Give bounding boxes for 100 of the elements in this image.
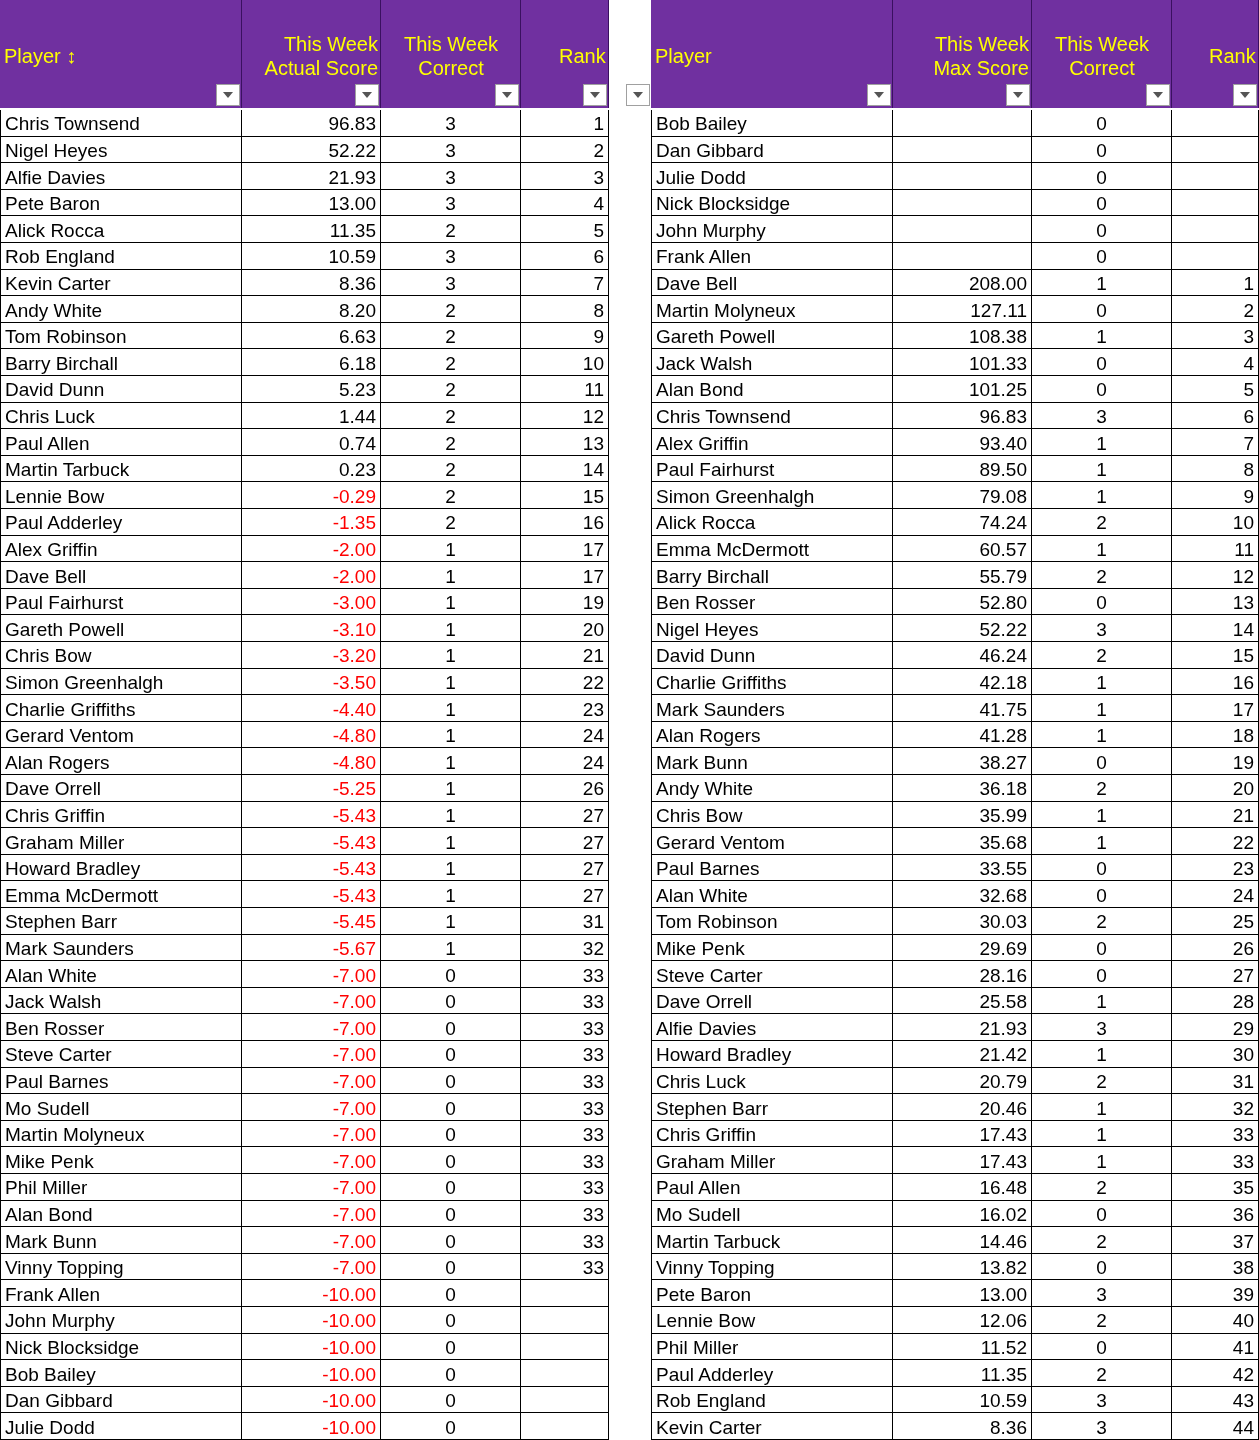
player-name: Phil Miller — [5, 1177, 88, 1199]
rank-number: 1 — [593, 113, 604, 135]
score-value: 12.06 — [979, 1310, 1027, 1332]
score-value: 13.00 — [328, 193, 376, 215]
player-name: Paul Adderley — [656, 1363, 774, 1385]
correct-count: 1 — [1096, 725, 1107, 747]
player-name: Barry Birchall — [5, 352, 118, 374]
rank-number: 18 — [1232, 725, 1254, 747]
correct-count: 2 — [445, 485, 456, 507]
rank-number: 27 — [582, 831, 604, 853]
score-value: 17.43 — [979, 1124, 1027, 1146]
score-value: -10.00 — [322, 1363, 376, 1385]
rank-number: 15 — [582, 485, 604, 507]
rank-number: 31 — [582, 911, 604, 933]
rank-number: 4 — [1243, 352, 1254, 374]
player-name: Alan Bond — [656, 379, 744, 401]
correct-count: 1 — [445, 805, 456, 827]
rank-number: 33 — [582, 991, 604, 1013]
correct-count: 0 — [1096, 964, 1107, 986]
player-name: Paul Allen — [656, 1177, 741, 1199]
player-name: Dave Bell — [5, 565, 87, 587]
score-value: -2.00 — [332, 565, 376, 587]
rank-number: 32 — [582, 938, 604, 960]
score-value: 8.36 — [339, 273, 376, 295]
rank-number: 11 — [1234, 539, 1254, 561]
rank-number: 33 — [582, 1257, 604, 1279]
player-name: Andy White — [5, 299, 103, 321]
correct-count: 2 — [445, 512, 456, 534]
correct-count: 3 — [445, 193, 456, 215]
score-value: -7.00 — [332, 1017, 376, 1039]
score-value: 208.00 — [968, 273, 1027, 295]
player-name: Gerard Ventom — [5, 725, 134, 747]
score-value: 42.18 — [979, 672, 1027, 694]
score-value: 25.58 — [979, 991, 1027, 1013]
correct-count: 1 — [1096, 273, 1107, 295]
player-name: Simon Greenhalgh — [656, 485, 815, 507]
correct-count: 2 — [445, 406, 456, 428]
rank-number: 13 — [582, 432, 604, 454]
rank-number: 27 — [582, 884, 604, 906]
rank-number: 7 — [593, 273, 604, 295]
score-value: -10.00 — [322, 1310, 376, 1332]
score-value: 127.11 — [970, 299, 1027, 321]
player-name: Frank Allen — [656, 246, 752, 268]
correct-count: 3 — [1096, 406, 1107, 428]
player-name: Gerard Ventom — [656, 831, 785, 853]
correct-count: 1 — [445, 698, 456, 720]
correct-count: 0 — [445, 1230, 456, 1252]
player-name: Dave Orrell — [5, 778, 102, 800]
score-value: -7.00 — [332, 1044, 376, 1066]
player-name: Martin Tarbuck — [656, 1230, 781, 1252]
player-name: David Dunn — [656, 645, 756, 667]
rank-number: 11 — [584, 379, 604, 401]
rank-number: 5 — [1243, 379, 1254, 401]
correct-count: 0 — [445, 1150, 456, 1172]
score-value: 79.08 — [979, 485, 1027, 507]
rank-number: 14 — [1232, 618, 1254, 640]
player-name: Alick Rocca — [5, 219, 105, 241]
score-value: 13.82 — [979, 1257, 1027, 1279]
correct-count: 3 — [1096, 1283, 1107, 1305]
correct-count: 2 — [445, 379, 456, 401]
score-value: -3.10 — [332, 618, 376, 640]
score-value: 0.74 — [339, 432, 376, 454]
player-name: Pete Baron — [656, 1283, 752, 1305]
correct-count: 0 — [1096, 751, 1107, 773]
player-name: Phil Miller — [656, 1337, 739, 1359]
score-value: -5.67 — [332, 938, 376, 960]
correct-count: 0 — [445, 1071, 456, 1093]
score-value: 96.83 — [328, 113, 376, 135]
player-name: Lennie Bow — [5, 485, 105, 507]
player-name: Chris Townsend — [5, 113, 140, 135]
rank-number: 30 — [1232, 1044, 1254, 1066]
rank-number: 19 — [1232, 751, 1254, 773]
correct-count: 0 — [1096, 166, 1107, 188]
score-value: -7.00 — [332, 1150, 376, 1172]
rank-number: 31 — [1232, 1071, 1254, 1093]
rank-number: 39 — [1232, 1283, 1254, 1305]
rank-number: 33 — [1232, 1150, 1254, 1172]
player-name: David Dunn — [5, 379, 105, 401]
player-name: Paul Allen — [5, 432, 90, 454]
correct-count: 1 — [1096, 432, 1107, 454]
correct-count: 1 — [1096, 991, 1107, 1013]
score-value: -3.50 — [332, 672, 376, 694]
score-value: 8.20 — [339, 299, 376, 321]
player-name: Chris Townsend — [656, 406, 791, 428]
score-value: -1.35 — [332, 512, 376, 534]
rank-number: 29 — [1232, 1017, 1254, 1039]
player-name: Chris Bow — [656, 805, 743, 827]
player-name: Kevin Carter — [5, 273, 111, 295]
score-value: 52.80 — [979, 592, 1027, 614]
score-value: 41.28 — [979, 725, 1027, 747]
rank-number: 17 — [582, 565, 604, 587]
correct-count: 1 — [1096, 1044, 1107, 1066]
correct-count: 1 — [1096, 805, 1107, 827]
correct-count: 0 — [445, 1416, 456, 1438]
correct-count: 1 — [1096, 1124, 1107, 1146]
score-value: 89.50 — [979, 459, 1027, 481]
player-name: Alan White — [656, 884, 748, 906]
correct-count: 0 — [445, 1204, 456, 1226]
player-name: Chris Griffin — [5, 805, 105, 827]
rank-number: 12 — [1232, 565, 1254, 587]
